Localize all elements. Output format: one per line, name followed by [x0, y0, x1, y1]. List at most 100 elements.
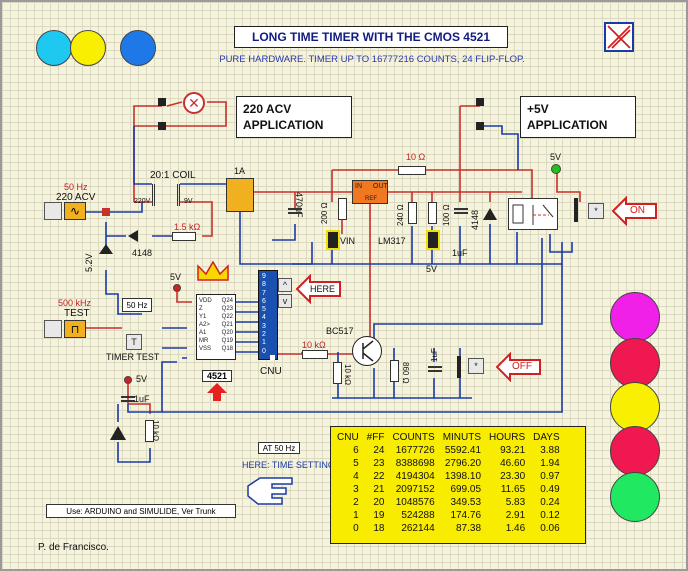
- table-header: #FF: [366, 432, 385, 443]
- app-5v-line2: APPLICATION: [527, 118, 608, 132]
- regulator-icon: IN OUT REF: [352, 180, 388, 204]
- cnu-digit: 1: [262, 339, 266, 347]
- cnu-down-button[interactable]: v: [278, 294, 292, 308]
- zener-icon: [99, 244, 113, 254]
- table-cell: 5592.41: [444, 445, 482, 456]
- cnu-up-button[interactable]: ^: [278, 278, 292, 292]
- res-10k-c-label: 10 kΩ: [151, 420, 160, 442]
- v5-label: 5V: [426, 264, 438, 274]
- table-cell: 87.38: [456, 523, 482, 534]
- crown-icon: [196, 260, 230, 282]
- pointing-hand-icon: [246, 472, 302, 508]
- time-setting-label: HERE: TIME SETTING: [242, 460, 335, 470]
- table-cell: 0.24: [540, 497, 560, 508]
- resistor-icon: [408, 202, 417, 224]
- diode-4148b-label: 4148: [470, 209, 480, 230]
- ic-pin-right: Q19: [221, 338, 233, 344]
- table-header: COUNTS: [392, 432, 435, 443]
- on-switch-button[interactable]: *: [588, 203, 604, 219]
- table-cell: 3: [353, 484, 359, 495]
- table-cell: 23.30: [500, 471, 526, 482]
- cap-1uf-c-label: 1uF: [134, 394, 150, 404]
- table-cell: 524288: [401, 510, 435, 521]
- table-cell: 5.83: [505, 497, 526, 508]
- reg-in-label: IN: [355, 183, 362, 190]
- ic-pin-left: Z: [199, 306, 203, 312]
- cnu-selector[interactable]: 9 8 7 6 5 4 3 2 1 0: [258, 270, 278, 360]
- lamp-icon: ✕: [183, 92, 205, 114]
- switch-contact-icon: [457, 356, 461, 378]
- capacitor-icon: [288, 208, 302, 214]
- cap-1uf-b-label: 1uF: [430, 348, 439, 362]
- ic-4521: VDD Z Y1 A2> A1 MR VSS Q24 Q23 Q22 Q21 Q…: [196, 294, 236, 360]
- table-cell: 2796.20: [444, 458, 482, 469]
- coil-primary-label: 220V: [134, 198, 151, 205]
- connector-icon: [102, 208, 110, 216]
- ic-pin-left: A2>: [199, 322, 210, 328]
- ic-pin-left: VDD: [199, 298, 212, 304]
- cnu-digit: 9: [262, 273, 266, 280]
- table-cell: 0: [353, 523, 359, 534]
- res-10k-b-label: 10 kΩ: [343, 364, 352, 386]
- table-cell: 1: [353, 510, 359, 521]
- coil-label: 20:1 COIL: [150, 170, 196, 181]
- v5-ic-label: 5V: [170, 272, 182, 282]
- table-cell: 4: [353, 471, 359, 482]
- capacitor-icon: [428, 366, 442, 372]
- table-cell: 4194304: [395, 471, 435, 482]
- color-dot-red: [610, 338, 660, 388]
- table-cell: 22: [373, 471, 385, 482]
- app-220-line1: 220 ACV: [243, 102, 292, 116]
- diode-icon: [483, 208, 497, 220]
- table-cell: 1677726: [395, 445, 435, 456]
- cnu-digit: 2: [262, 331, 266, 339]
- relay-icon: [508, 198, 558, 230]
- resistor-icon: [428, 202, 437, 224]
- table-cell: 18: [373, 523, 385, 534]
- logo-icon: [604, 22, 634, 52]
- table-header-row: CNU #FF COUNTS MINUTS HOURS DAYS: [333, 431, 564, 444]
- ic-pins-left: VDD Z Y1 A2> A1 MR VSS: [199, 297, 212, 353]
- resistor-icon: [338, 198, 347, 220]
- test-freq-label: 500 kHz: [58, 298, 92, 308]
- table-cell: 2097152: [395, 484, 435, 495]
- regulator-label: LM317: [378, 236, 406, 246]
- ic-pin-left: Y1: [199, 314, 207, 320]
- test-switch-button[interactable]: [44, 320, 62, 338]
- coil-secondary-label: 9V: [184, 198, 193, 205]
- ac-switch-button[interactable]: [44, 202, 62, 220]
- page-title: LONG TIME TIMER WITH THE CMOS 4521: [234, 26, 508, 48]
- ic-pin-right: Q18: [221, 346, 233, 352]
- capacitor-icon: [454, 208, 468, 214]
- table-cell: 23: [373, 458, 385, 469]
- connector-icon: [476, 98, 484, 106]
- connector-icon: [158, 122, 166, 130]
- timer-test-button[interactable]: T: [126, 334, 142, 350]
- on-arrow: ON: [611, 195, 658, 227]
- zener-label: 5.2V: [84, 253, 94, 272]
- author-label: P. de Francisco.: [38, 542, 109, 553]
- off-switch-button[interactable]: *: [468, 358, 484, 374]
- resistor-icon: [390, 360, 399, 382]
- color-dot-magenta: [610, 292, 660, 342]
- table-cell: 349.53: [450, 497, 482, 508]
- test-label: TEST: [64, 308, 90, 319]
- color-dot-yellow: [70, 30, 106, 66]
- table-cell: 1.46: [505, 523, 526, 534]
- transistor-label: BC517: [326, 326, 354, 336]
- table-cell: 93.21: [500, 445, 526, 456]
- res-10k-a-label: 10 kΩ: [302, 340, 326, 350]
- hz50-box: 50 Hz: [122, 298, 152, 312]
- res-240-label: 240 Ω: [396, 204, 405, 226]
- cnu-digits: 9 8 7 6 5 4 3 2 1 0: [262, 273, 268, 356]
- square-wave-icon: ⊓: [64, 320, 86, 338]
